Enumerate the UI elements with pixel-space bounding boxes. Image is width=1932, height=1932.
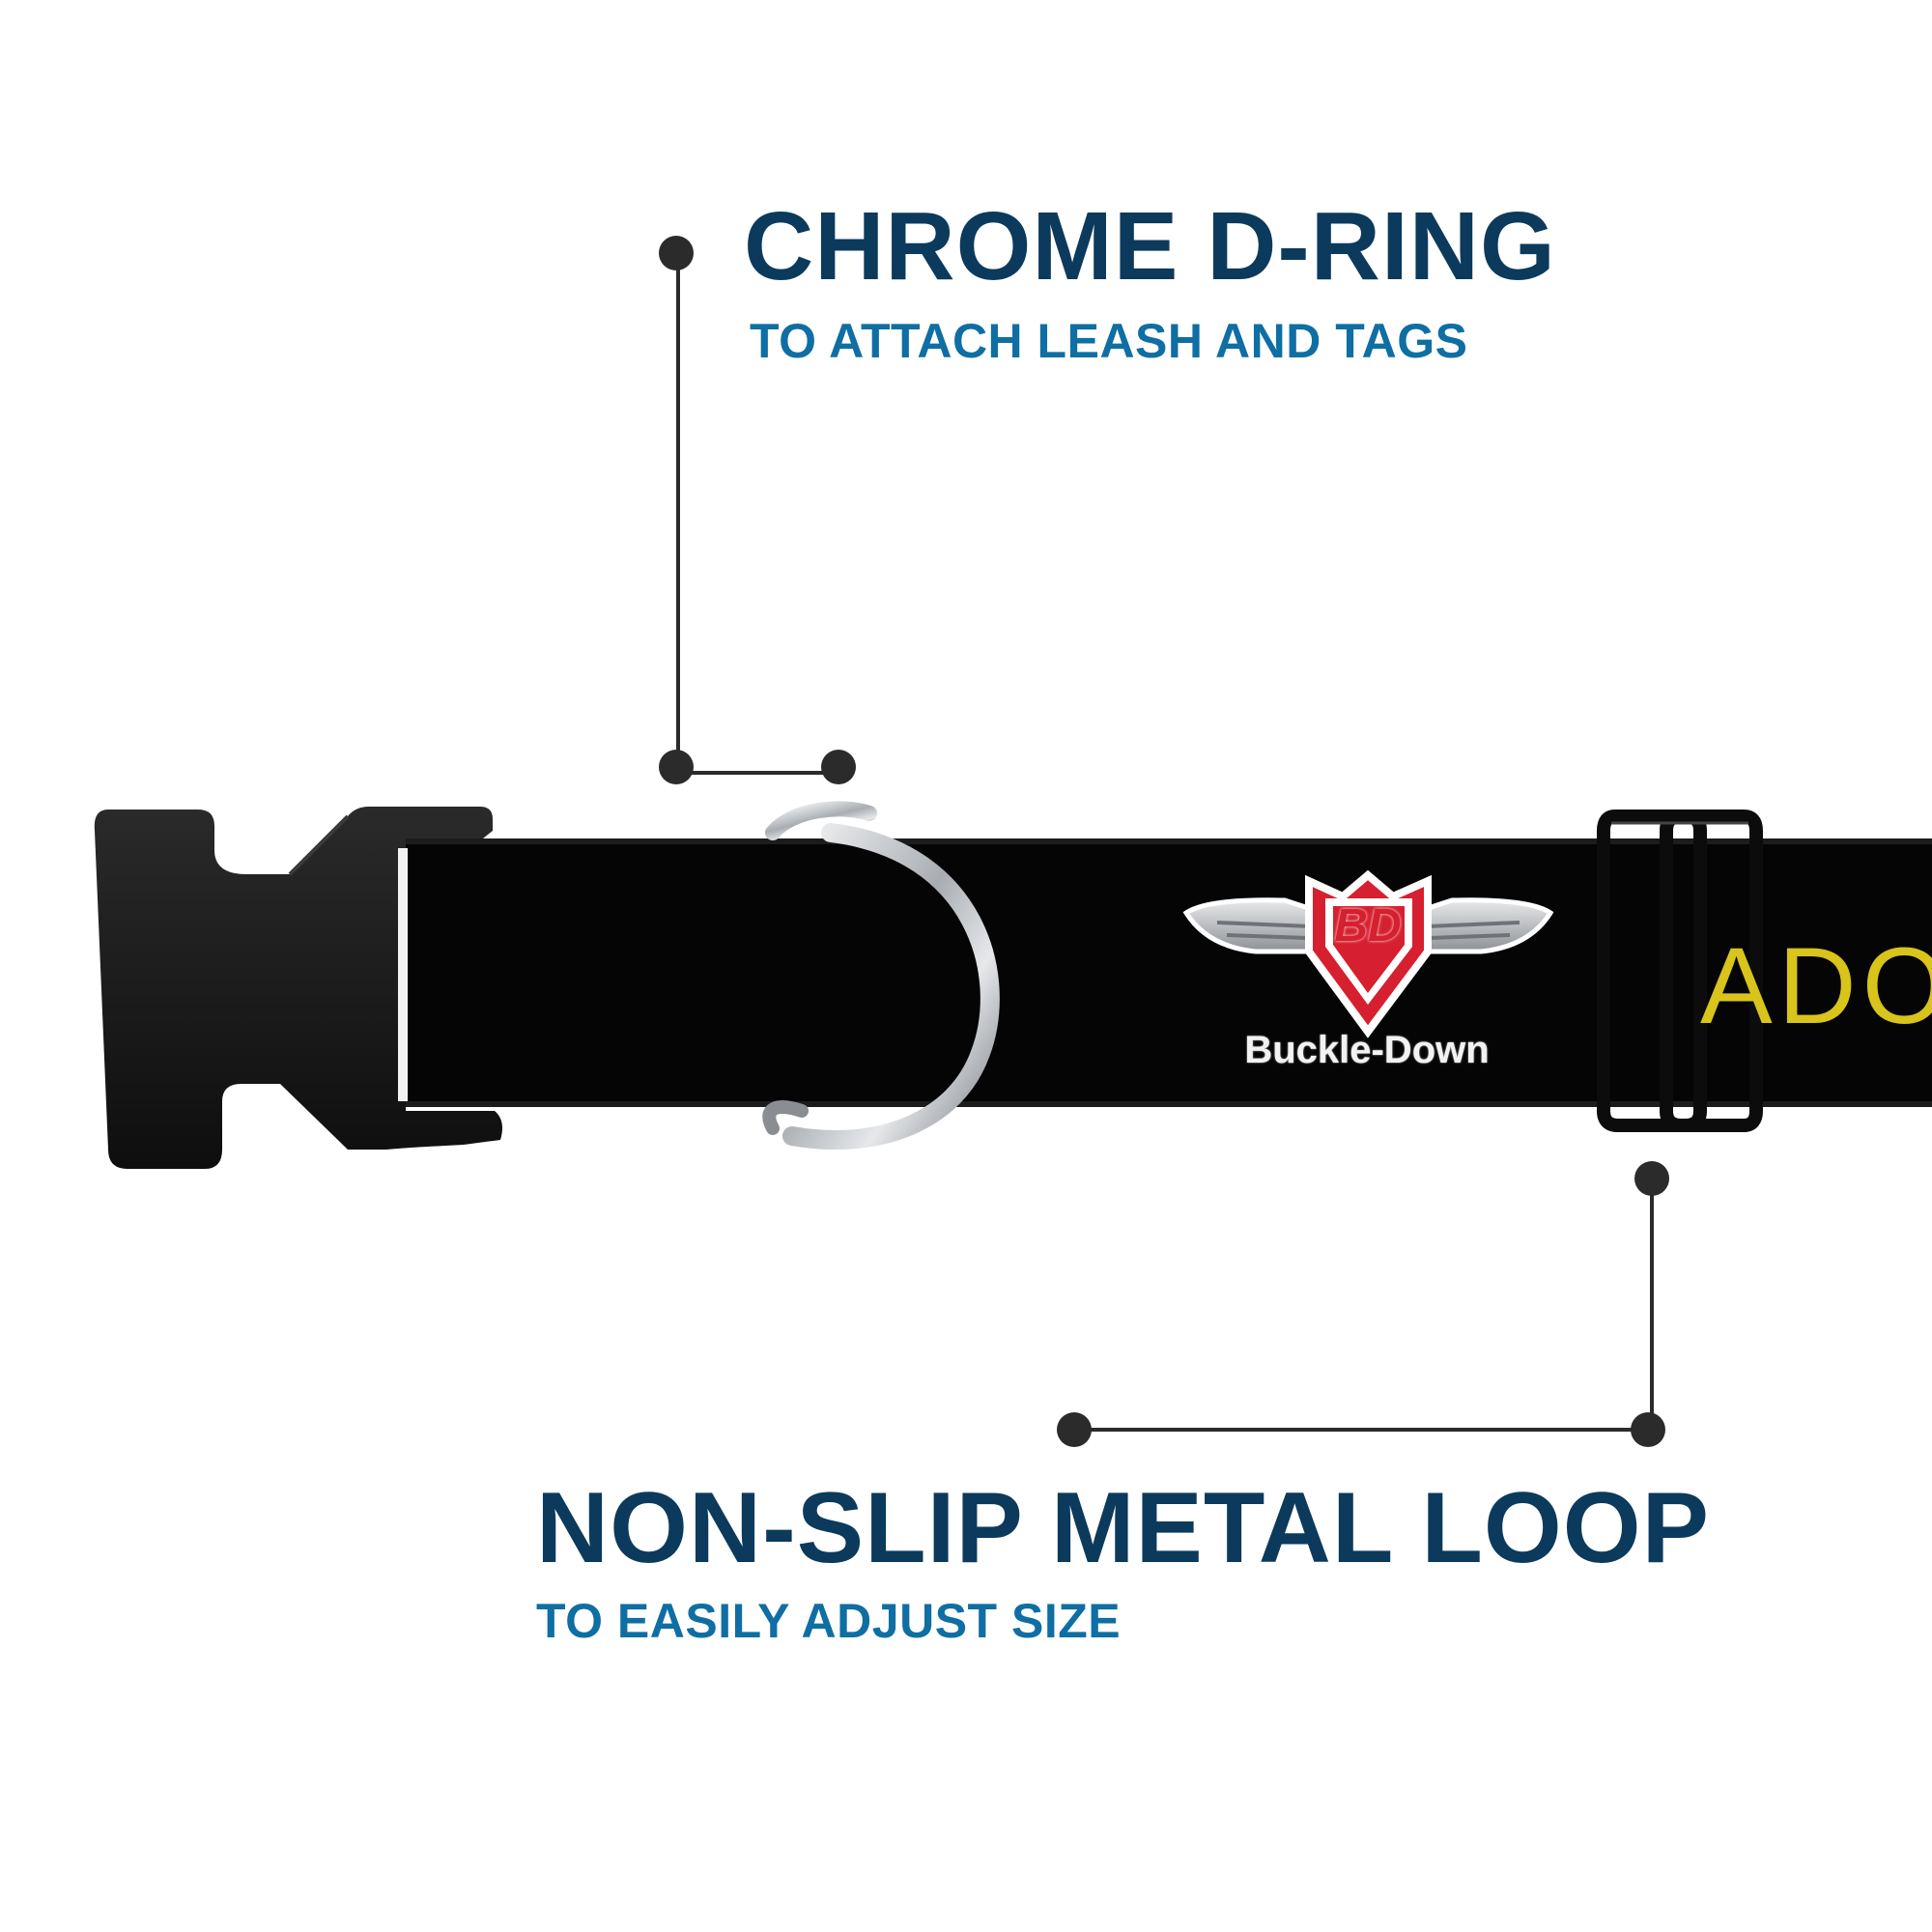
collar-print-clip: ADOI	[1681, 850, 1932, 1082]
leader-dot	[1634, 1161, 1669, 1196]
d-ring-leader-line	[659, 236, 856, 784]
metal-loop	[1597, 810, 1763, 1132]
leader-dot	[1631, 1412, 1665, 1447]
webbing-edge-top	[401, 838, 1932, 844]
metal-loop-subtitle: TO EASILY ADJUST SIZE	[536, 1594, 1122, 1648]
collar-print-text: ADOI	[1700, 925, 1932, 1046]
metal-loop-leader-line	[1057, 1161, 1669, 1447]
brand-name: Buckle-Down	[1244, 1029, 1490, 1071]
buckle-slot	[398, 848, 408, 1101]
collar-webbing	[401, 838, 1932, 1107]
d-ring-title: CHROME D-RING	[744, 192, 1556, 300]
d-ring	[782, 823, 1000, 1151]
webbing-edge-bottom	[401, 1101, 1932, 1107]
leader-dot	[1057, 1412, 1092, 1447]
leader-dot	[659, 750, 694, 784]
leader-dot	[821, 750, 856, 784]
d-ring-top	[765, 801, 877, 840]
metal-loop-title: NON-SLIP METAL LOOP	[536, 1472, 1711, 1584]
leader-dot	[659, 236, 694, 270]
d-ring-subtitle: TO ATTACH LEASH AND TAGS	[750, 314, 1468, 368]
logo-monogram: BD	[1334, 900, 1402, 952]
brand-logo	[1182, 869, 1554, 1038]
